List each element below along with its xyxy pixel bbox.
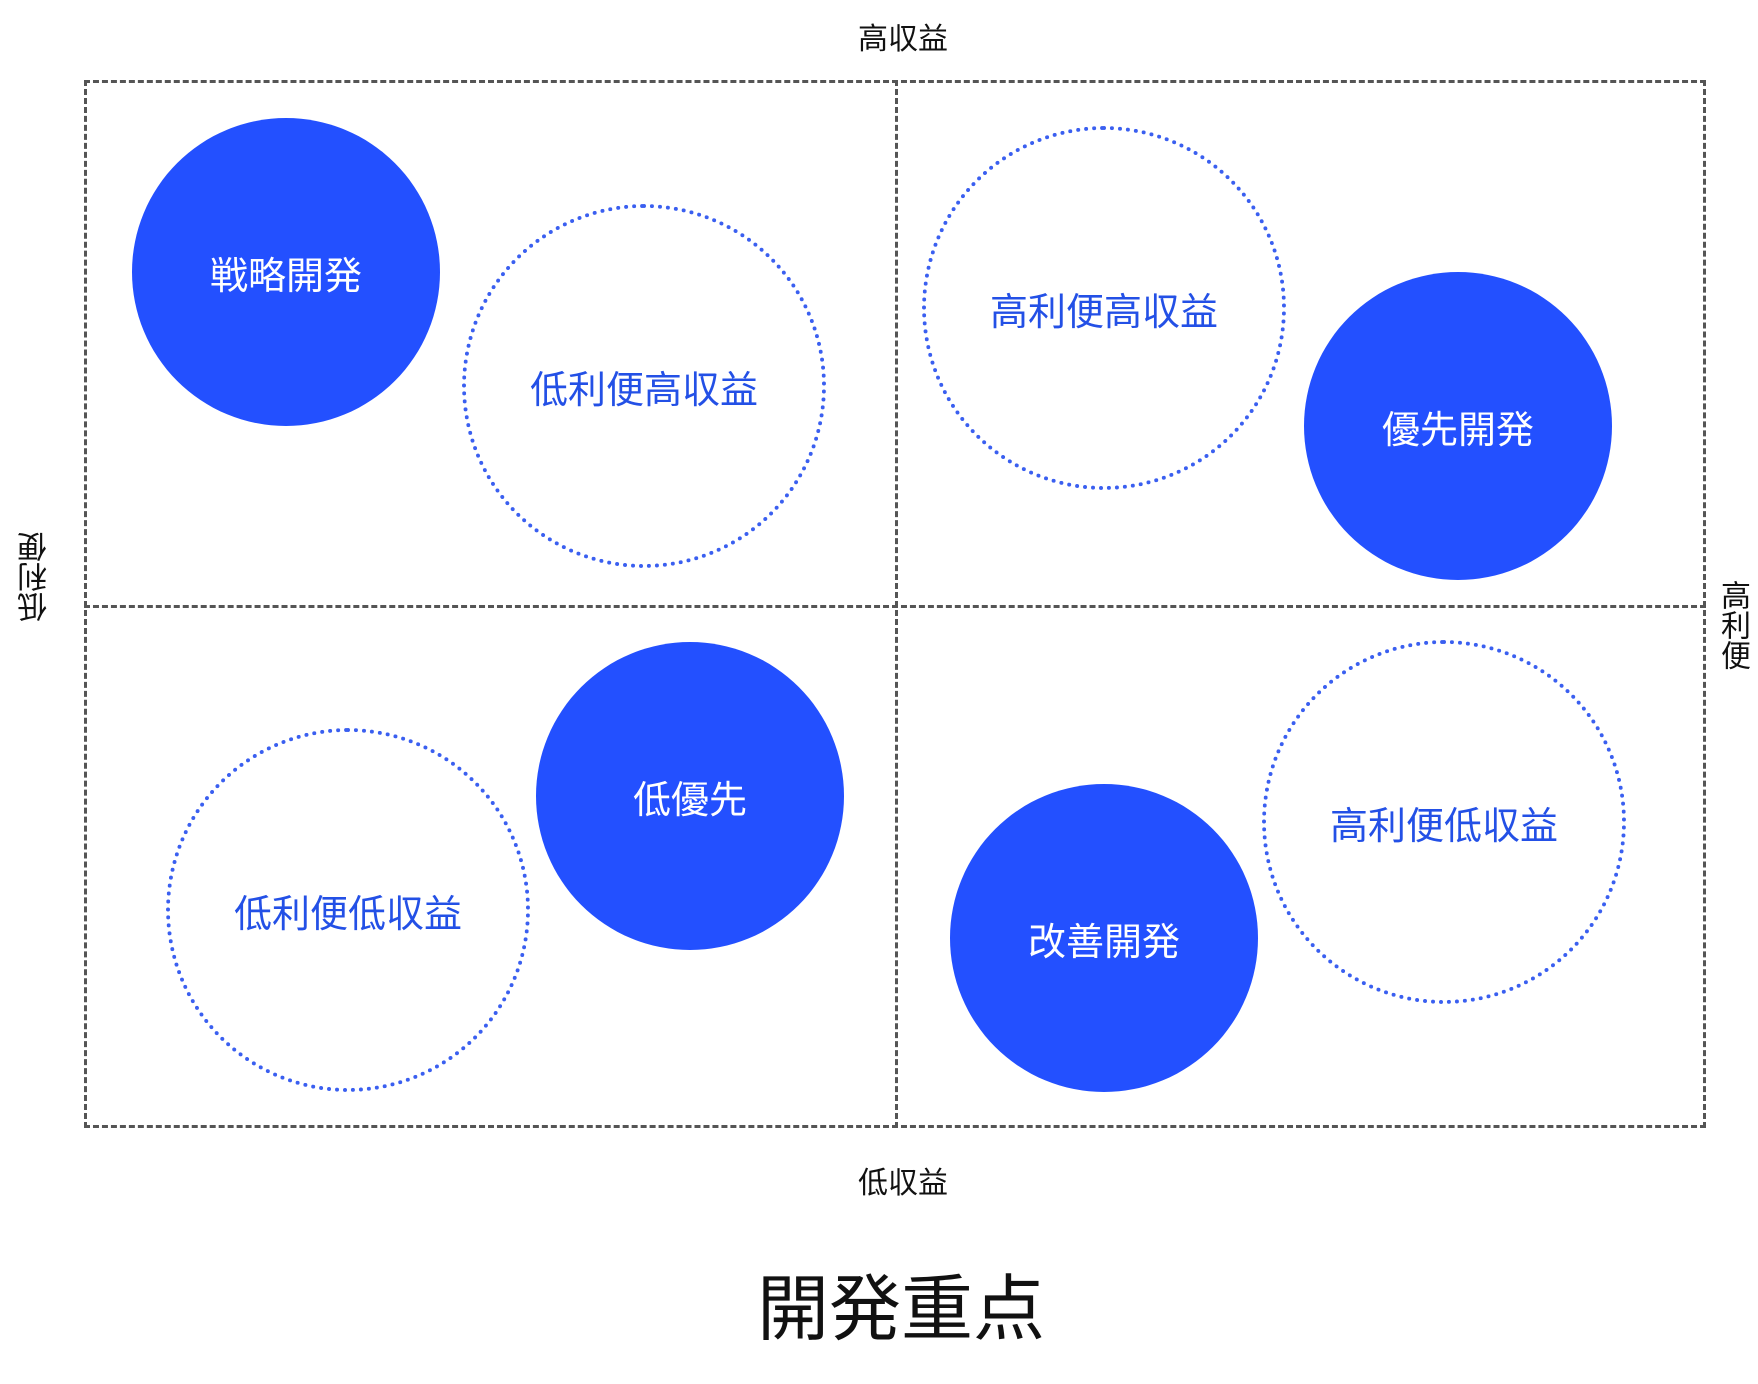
circle-priority-development: 優先開発 [1304,272,1612,580]
circle-low-priority: 低優先 [536,642,844,950]
diagram-title: 開発重点 [756,1267,1045,1351]
circle-low-convenience-high-profit: 低利便高収益 [462,204,826,568]
circle-high-convenience-high-profit: 高利便高収益 [922,126,1286,490]
vertical-divider [895,80,898,1128]
circle-improvement-development: 改善開発 [950,784,1258,1092]
axis-label-left: 低利便 [18,532,53,622]
axis-label-right: 高利便 [1715,580,1750,670]
axis-label-bottom: 低収益 [858,1166,948,1201]
circle-strategic-development: 戦略開発 [132,118,440,426]
axis-label-top: 高収益 [858,22,948,57]
circle-high-convenience-low-profit: 高利便低収益 [1262,640,1626,1004]
horizontal-divider [84,605,1706,608]
circle-low-convenience-low-profit: 低利便低収益 [166,728,530,1092]
